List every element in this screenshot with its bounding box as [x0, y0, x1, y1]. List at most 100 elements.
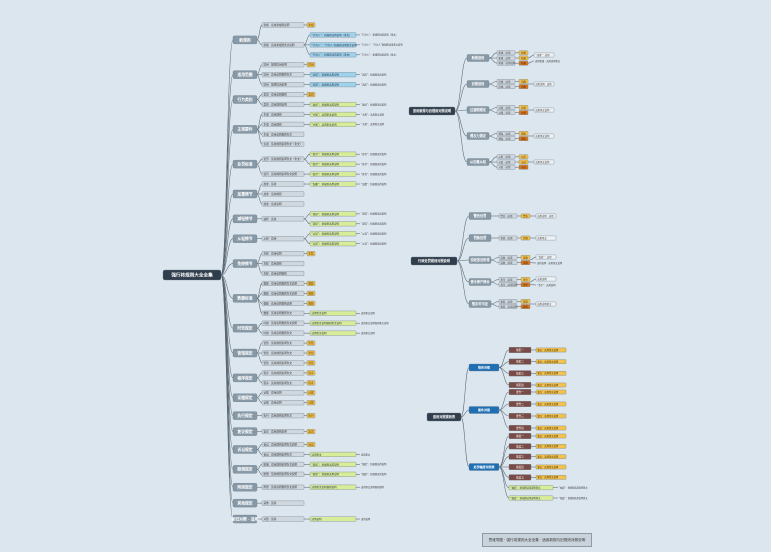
tag-chip[interactable]: 管辖	[306, 350, 316, 356]
tag-chip[interactable]: 复议	[306, 429, 316, 435]
leaf-node[interactable]: 程序 · 适用规则说明条文	[261, 370, 305, 376]
leaf-node[interactable]: 加重 · 适用	[261, 181, 305, 187]
leaf-node[interactable]: 主观 · 适用规则说明条文（条文）	[261, 141, 305, 147]
branch-node[interactable]: 加重情节	[232, 189, 258, 199]
leaf-node[interactable]: 加重 · 适用说明	[261, 201, 305, 207]
leaf-node[interactable]: 没收 · 适用	[498, 255, 518, 260]
leaf-node[interactable]: 数额 · 适用说明规则条文	[261, 310, 305, 316]
leaf-node[interactable]: 免除 · 适用说明规则	[261, 271, 305, 276]
note-node[interactable]: 适用说明 · 适用	[535, 213, 557, 219]
note-node[interactable]: 适用说明	[535, 276, 557, 282]
tag-chip[interactable]: 新规	[518, 55, 529, 61]
tag-chip[interactable]: 责令	[520, 277, 531, 282]
tag-chip[interactable]: 罚款	[520, 235, 531, 241]
tag-chip[interactable]: 警告	[520, 213, 531, 219]
note-node[interactable]: 适用条文	[535, 235, 557, 241]
case-box[interactable]: 幅度五	[508, 474, 532, 481]
case-note[interactable]: 要点：适用条文说明	[535, 464, 567, 470]
leaf-node[interactable]: 新规 · 适用	[496, 55, 516, 61]
case-note[interactable]: 要点：适用条文说明	[535, 382, 567, 388]
detail-node[interactable]: “从轻”：新规则适用说明	[309, 241, 357, 247]
note-node[interactable]: “适用”：适用	[533, 52, 555, 58]
branch-node[interactable]: 程序规定	[232, 373, 258, 383]
leaf-node[interactable]: 没收 · 适用	[498, 260, 518, 265]
case-box[interactable]: 幅度二	[508, 443, 532, 450]
detail-node[interactable]: “减轻”：新规则适用说明	[309, 221, 357, 227]
branch-node[interactable]: 附则规定	[232, 483, 258, 492]
branch-node[interactable]: 暂扣许可证	[468, 300, 492, 308]
leaf-node[interactable]: 暂扣 · 适用说明	[498, 304, 518, 309]
leaf-node[interactable]: 数额 · 适用说明规则条文说明	[261, 290, 305, 296]
branch-node[interactable]: 减轻情节	[232, 214, 258, 223]
tag-chip[interactable]: 执行	[306, 413, 316, 419]
tag-chip[interactable]: 暂扣	[520, 299, 531, 304]
branch-node[interactable]: 情形对照	[468, 363, 500, 372]
tag-chip[interactable]: 责令	[520, 282, 531, 287]
tag-chip[interactable]: 数额	[306, 290, 316, 296]
leaf-node[interactable]: 数额 · 适用说明规则说明	[261, 300, 305, 306]
detail-node[interactable]: “适用”：新规则适用说明	[309, 72, 357, 78]
leaf-node[interactable]: 附则 · 适用说明规则条文说明	[261, 484, 305, 490]
case-note[interactable]: 要点：适用条文说明	[535, 347, 567, 353]
leaf-node[interactable]: 管辖 · 适用规则说明条文	[261, 350, 305, 356]
detail-node[interactable]: “主观”：适用条文说明	[309, 111, 357, 117]
case-note[interactable]: 要点：适用条文说明	[535, 444, 567, 449]
case-box[interactable]: 幅度三	[508, 453, 532, 460]
leaf-node[interactable]: 时效 · 适用说明规则条文	[261, 330, 305, 336]
branch-node[interactable]: 没收违法所得	[468, 256, 492, 264]
branch-node[interactable]: 适用范围	[232, 70, 258, 79]
leaf-node[interactable]: 旧规 · 适用	[496, 84, 516, 89]
detail-node[interactable]: “行为人”：新规则适用说明（条文）	[309, 32, 357, 38]
tag-chip[interactable]: 没收	[520, 260, 531, 265]
leaf-node[interactable]: 新规 · 适用	[496, 50, 516, 56]
branch-node[interactable]: 其他规定	[232, 498, 258, 508]
detail-node[interactable]: “类别”：新规则适用说明	[309, 102, 357, 107]
note-node[interactable]: 适用说明条文	[535, 301, 557, 307]
leaf-node[interactable]: 其他 · 适用	[261, 500, 305, 506]
case-box[interactable]: 幅度四	[508, 464, 532, 470]
leaf-node[interactable]: 主观 · 适用说明规则条文	[261, 131, 305, 137]
tag-chip[interactable]: 暂扣	[520, 304, 531, 309]
tag-chip[interactable]: 从旧	[518, 154, 529, 160]
group-root-node[interactable]: 适用对照规则表	[426, 412, 462, 422]
case-box[interactable]: 要件四	[508, 425, 532, 431]
tag-chip[interactable]: 过渡	[518, 105, 529, 110]
case-note[interactable]: 要点：适用条文说明	[535, 359, 567, 364]
detail-node[interactable]: “处罚”：新规则适用说明	[309, 171, 357, 177]
case-note[interactable]: 要点：适用条文说明	[535, 413, 567, 419]
leaf-node[interactable]: 过渡 · 适用	[496, 110, 516, 115]
note-node[interactable]: “没收”：适用	[535, 254, 557, 260]
branch-node[interactable]: 处罚标准	[232, 159, 258, 169]
leaf-node[interactable]: 处罚 · 适用规则说明条文说明	[261, 171, 305, 177]
leaf-node[interactable]: 旧规 · 适用	[496, 79, 516, 84]
leaf-node[interactable]: 责令 · 适用	[498, 277, 518, 282]
branch-node[interactable]: 诉讼规定	[232, 445, 258, 454]
case-box[interactable]: 情形四	[508, 382, 532, 388]
branch-node[interactable]: 主观要件	[232, 125, 258, 134]
tag-chip[interactable]: 从旧	[518, 159, 529, 165]
branch-node[interactable]: 证据规定	[232, 393, 258, 402]
branch-node[interactable]: 复议规定	[232, 427, 258, 436]
leaf-node[interactable]: 从旧 · 适用	[496, 164, 516, 170]
leaf-node[interactable]: 暂扣 · 适用	[498, 299, 518, 304]
leaf-node[interactable]: 溯及 · 适用	[496, 131, 516, 136]
tag-chip[interactable]: 旧规	[518, 79, 529, 84]
note-node[interactable]: 适用条文说明	[533, 159, 555, 165]
leaf-node[interactable]: 从旧 · 适用	[496, 159, 516, 165]
note-node[interactable]: 适用条文说明	[533, 133, 555, 139]
leaf-node[interactable]: 新规 · 适用新规则说明	[261, 22, 305, 28]
leaf-node[interactable]: 罚款 · 适用	[498, 235, 518, 241]
note-node[interactable]: 适用条文说明	[533, 107, 555, 113]
case-note[interactable]: 要点：适用条文说明	[535, 371, 567, 376]
tag-chip[interactable]: 过渡	[518, 110, 529, 115]
tag-chip[interactable]: 管辖	[306, 340, 316, 346]
branch-node[interactable]: 新旧对照 · 适用	[232, 514, 259, 524]
leaf-node[interactable]: 溯及 · 适用	[496, 136, 516, 141]
case-box[interactable]: 要件三	[508, 413, 532, 419]
leaf-node[interactable]: 适用 · 适用说明规则条文	[261, 72, 305, 78]
leaf-node[interactable]: 新规 · 适用新规则条文说明	[261, 42, 305, 48]
detail-node[interactable]: 适用条文说明	[309, 310, 357, 316]
tag-chip[interactable]: 管辖	[306, 360, 316, 366]
leaf-node[interactable]: 赔偿 · 适用规则说明条文说明	[261, 471, 305, 477]
leaf-node[interactable]: 证据 · 适用说明	[261, 390, 305, 396]
